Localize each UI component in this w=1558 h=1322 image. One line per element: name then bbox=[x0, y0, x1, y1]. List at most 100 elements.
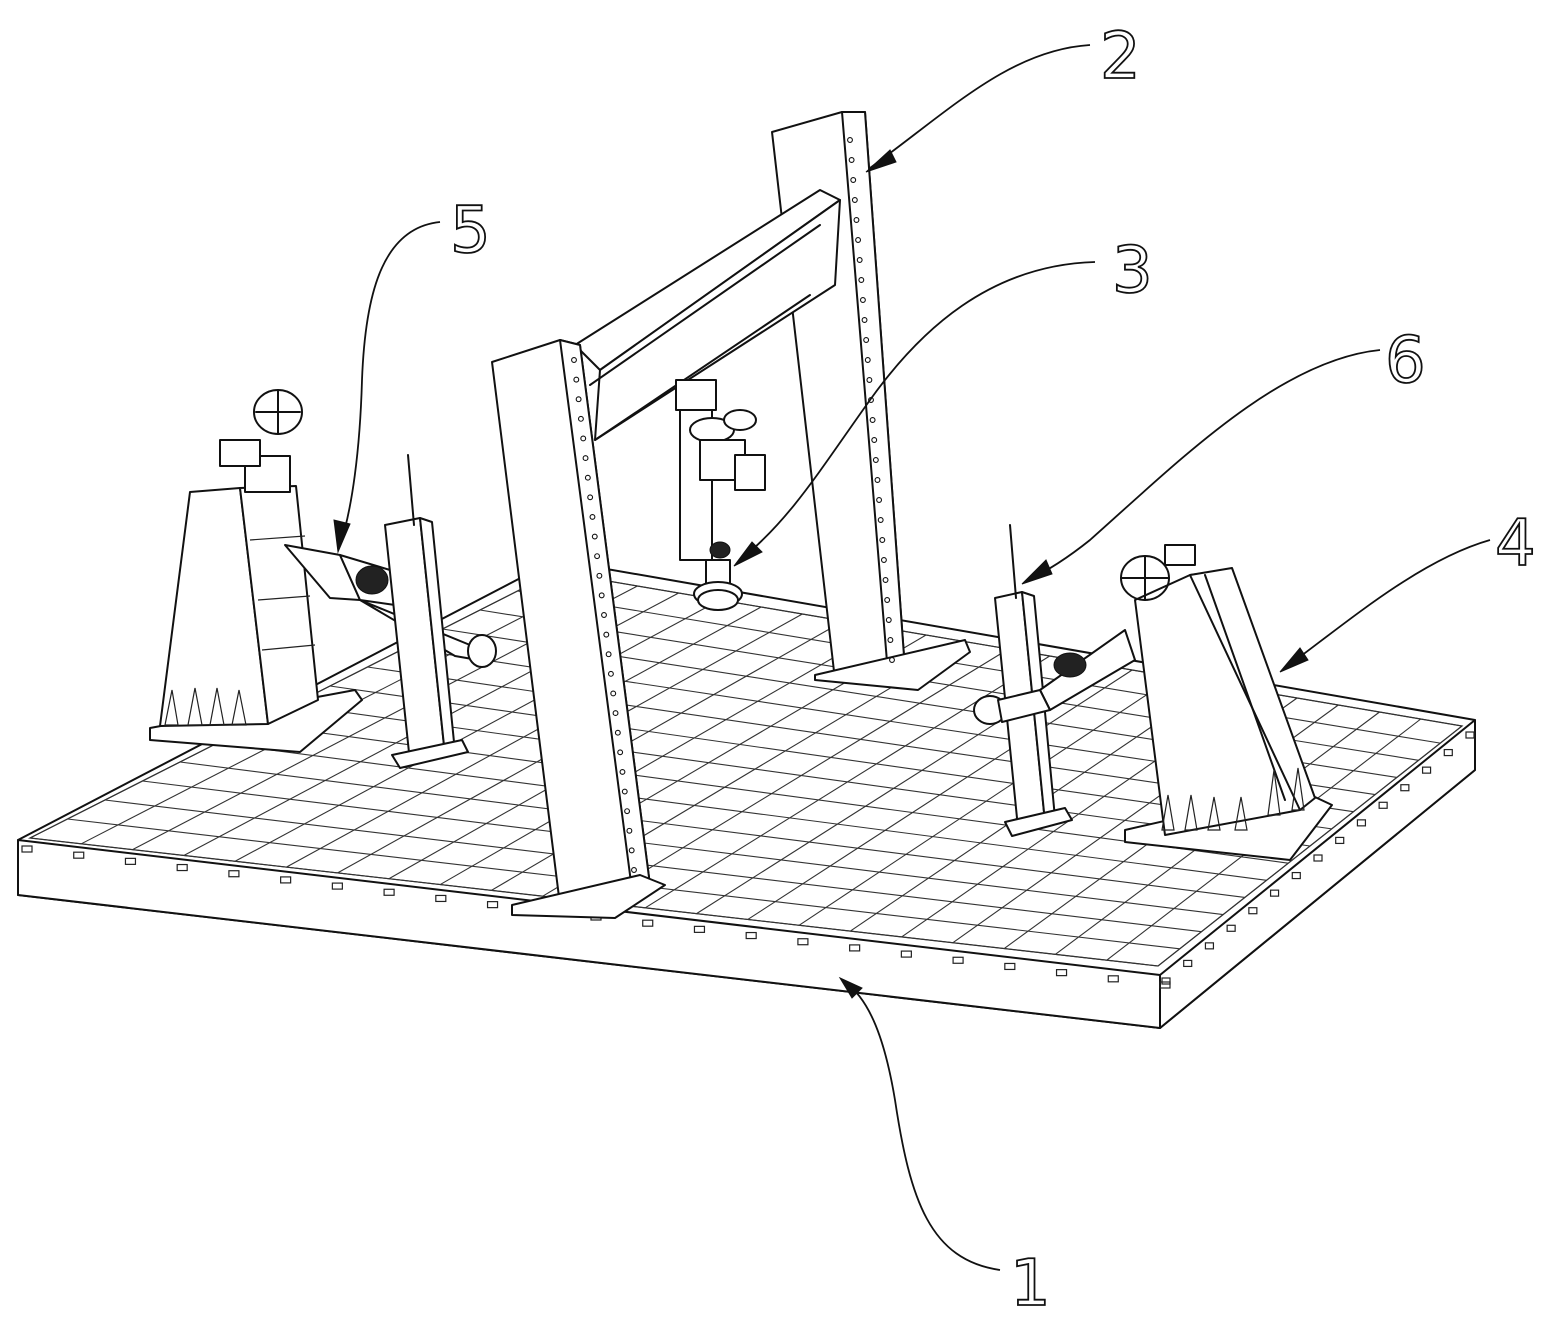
slot-mark bbox=[435, 894, 447, 903]
leader-4-arrow bbox=[1279, 647, 1309, 673]
slot-mark bbox=[849, 944, 861, 952]
bolt-hole bbox=[848, 157, 855, 163]
base-platform bbox=[17, 559, 1476, 1029]
slot-mark bbox=[642, 919, 654, 927]
callout-4: 4 bbox=[1495, 507, 1536, 581]
bolt-hole bbox=[885, 617, 892, 623]
slot-mark bbox=[1443, 748, 1453, 757]
bolt-hole bbox=[617, 749, 624, 756]
callout-5: 5 bbox=[450, 194, 491, 268]
bolt-hole bbox=[626, 827, 633, 834]
right-loading-frame bbox=[973, 544, 1333, 861]
bolt-hole bbox=[612, 710, 619, 717]
bolt-hole bbox=[591, 533, 598, 540]
bolt-hole bbox=[877, 517, 884, 523]
leader-6-arrow bbox=[1021, 559, 1053, 585]
bolt-hole bbox=[864, 357, 871, 363]
bolt-hole bbox=[598, 592, 605, 599]
grid-line bbox=[292, 704, 1311, 847]
slot-mark bbox=[176, 863, 188, 872]
bolt-hole bbox=[621, 788, 628, 795]
slot-mark bbox=[1055, 969, 1068, 977]
slot-mark bbox=[952, 956, 964, 964]
bolt-hole bbox=[850, 177, 857, 183]
bolt-hole bbox=[573, 376, 580, 383]
bolt-hole bbox=[596, 572, 603, 579]
slot-mark bbox=[1400, 784, 1410, 792]
bolt-hole bbox=[853, 217, 860, 223]
bolt-hole bbox=[876, 497, 883, 503]
slot-mark bbox=[228, 870, 240, 878]
callout-3: 3 bbox=[1112, 234, 1153, 308]
bolt-hole bbox=[872, 457, 879, 463]
grid-line bbox=[179, 761, 1245, 898]
leader-3-arrow bbox=[733, 541, 763, 567]
slot-mark bbox=[124, 857, 137, 865]
bolt-hole bbox=[589, 513, 596, 520]
bolt-hole bbox=[624, 808, 631, 815]
leader-5-arrow bbox=[333, 519, 351, 554]
left-loading-frame bbox=[149, 389, 497, 753]
slot-mark bbox=[1107, 975, 1119, 983]
slot-mark bbox=[1204, 942, 1215, 950]
slot-mark bbox=[73, 851, 85, 859]
callout-6: 6 bbox=[1385, 324, 1426, 398]
gantry-frame bbox=[491, 111, 971, 919]
bolt-hole bbox=[601, 612, 607, 618]
bolt-hole bbox=[869, 417, 876, 423]
bolt-hole bbox=[587, 494, 594, 501]
bolt-hole bbox=[603, 631, 610, 638]
callout-1: 1 bbox=[1010, 1247, 1051, 1321]
bolt-hole bbox=[863, 337, 870, 343]
leader-5 bbox=[339, 221, 441, 546]
slot-mark bbox=[21, 845, 33, 853]
slot-mark bbox=[1269, 889, 1280, 897]
slot-mark bbox=[1291, 871, 1301, 880]
bolt-hole bbox=[871, 437, 878, 443]
callout-labels: 1 2 3 4 5 6 bbox=[449, 19, 1537, 1322]
bolt-hole bbox=[855, 237, 862, 243]
slot-mark bbox=[797, 938, 809, 946]
bolt-hole bbox=[610, 690, 617, 697]
slot-mark bbox=[693, 925, 706, 933]
bolt-hole bbox=[619, 768, 626, 775]
slot-mark bbox=[900, 950, 912, 958]
bolt-hole bbox=[851, 197, 858, 203]
leader-1-arrow bbox=[838, 976, 863, 999]
bolt-hole bbox=[859, 297, 866, 303]
slot-mark bbox=[1465, 731, 1475, 739]
bolt-hole bbox=[577, 415, 584, 422]
slot-mark bbox=[1421, 766, 1432, 774]
bolt-hole bbox=[631, 867, 637, 873]
leader-6 bbox=[1027, 349, 1381, 581]
vertical-actuator bbox=[675, 379, 766, 611]
bolt-hole bbox=[594, 553, 601, 560]
bolt-hole bbox=[575, 396, 582, 403]
leader-4 bbox=[1284, 539, 1491, 669]
grid-line bbox=[104, 799, 1202, 933]
bolt-hole bbox=[858, 277, 865, 283]
callout-2: 2 bbox=[1100, 20, 1141, 94]
bolt-hole bbox=[866, 377, 873, 383]
slot-mark bbox=[745, 931, 757, 940]
leader-lines bbox=[333, 44, 1491, 1271]
left-guide-post bbox=[384, 454, 469, 769]
bolt-hole bbox=[882, 577, 889, 583]
slot-mark bbox=[383, 888, 395, 896]
bolt-hole bbox=[889, 657, 895, 663]
slot-mark bbox=[1313, 854, 1323, 862]
slot-mark bbox=[280, 876, 292, 884]
slot-mark bbox=[1004, 962, 1016, 971]
leader-2-arrow bbox=[865, 149, 897, 173]
bolt-hole bbox=[861, 317, 868, 323]
bolt-hole bbox=[584, 474, 591, 481]
slot-mark bbox=[1183, 959, 1193, 968]
slot-mark bbox=[1248, 907, 1258, 915]
bolt-hole bbox=[874, 477, 881, 483]
slot-mark bbox=[1161, 977, 1171, 985]
bolt-hole bbox=[571, 357, 577, 363]
slot-mark bbox=[486, 901, 499, 909]
bolt-hole bbox=[879, 537, 886, 543]
slot-mark bbox=[1378, 801, 1388, 809]
